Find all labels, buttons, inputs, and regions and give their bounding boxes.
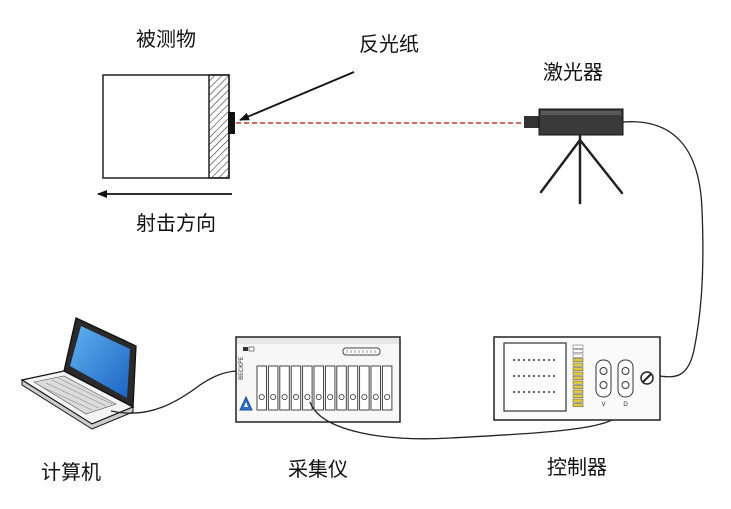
channel-module <box>381 365 393 411</box>
controller-display <box>503 342 567 412</box>
channel-module <box>347 365 359 411</box>
laptop-computer <box>20 317 137 430</box>
acquisition-connector-port <box>342 347 381 356</box>
laptop-screen <box>70 326 130 398</box>
channel-module <box>256 365 267 411</box>
controller-display-readings <box>513 359 555 393</box>
channel-module <box>359 365 370 411</box>
svg-text:BECKPE: BECKPE <box>238 356 245 380</box>
controller-level-indicator <box>572 344 584 408</box>
channel-module <box>302 365 313 411</box>
knob-d <box>617 359 634 398</box>
laser-nozzle <box>524 116 540 128</box>
label-object: 被测物 <box>136 27 196 51</box>
channel-module <box>336 365 347 411</box>
computer-cable <box>110 370 237 414</box>
label-reflective-paper: 反光纸 <box>359 32 419 56</box>
reflective-paper-pointer-arrow <box>239 71 355 121</box>
knob-v-label: V <box>601 401 606 408</box>
controller-unit: V D <box>493 336 661 421</box>
acquisition-instrument: BECKPE <box>235 336 401 423</box>
laser-device <box>524 108 624 205</box>
channel-module <box>279 365 290 411</box>
channel-module <box>370 365 381 411</box>
label-controller: 控制器 <box>547 455 607 479</box>
reflective-paper-patch <box>228 112 235 134</box>
channel-module <box>313 365 324 411</box>
label-computer: 计算机 <box>41 460 101 484</box>
label-laser: 激光器 <box>543 60 603 84</box>
hatched-backing-plate <box>208 74 230 179</box>
test-object <box>102 74 235 179</box>
power-indicators <box>243 346 255 352</box>
label-acquisition: 采集仪 <box>288 457 348 481</box>
channel-module <box>324 365 336 411</box>
acquisition-channel-modules <box>256 365 393 411</box>
tripod <box>539 133 624 205</box>
laptop-keyboard <box>33 375 117 415</box>
channel-module <box>290 365 302 411</box>
knob-d-label: D <box>623 401 628 408</box>
laser-cable <box>622 121 704 378</box>
label-firing-direction: 射击方向 <box>136 211 216 235</box>
knob-v <box>595 359 612 398</box>
rotary-dial <box>640 371 654 385</box>
channel-module <box>267 365 279 411</box>
